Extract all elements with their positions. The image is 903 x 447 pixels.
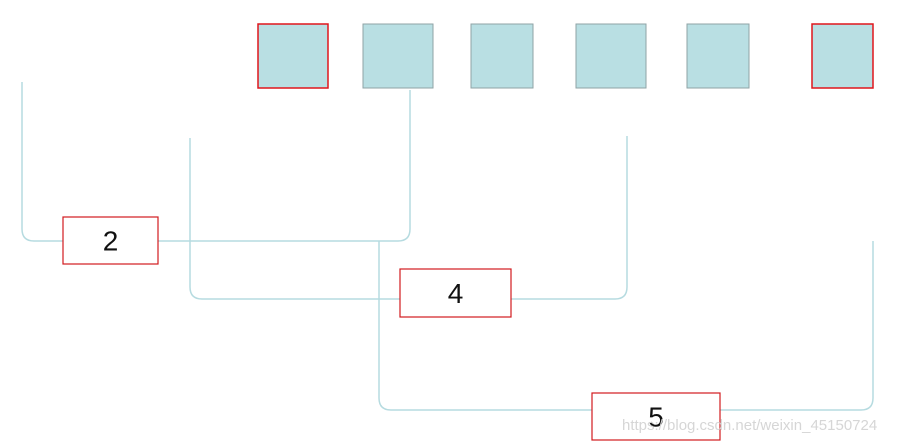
label-value: 4: [448, 278, 464, 309]
array-cell-3: [470, 23, 534, 89]
bracket-1: [21, 82, 411, 242]
bracket-labels: 2 4 5: [62, 216, 721, 441]
bracket-label-1: 2: [62, 216, 159, 265]
array-cell-4: [575, 23, 647, 89]
label-value: 2: [103, 226, 119, 257]
label-box: [399, 268, 512, 318]
bracket-label-2: 4: [399, 268, 512, 318]
bracket-3: [378, 241, 874, 411]
label-value: 5: [648, 402, 664, 433]
label-box: [591, 392, 721, 441]
cells-row: [257, 23, 874, 89]
array-cell-1-highlighted: [257, 23, 329, 89]
array-cell-2: [362, 23, 434, 89]
array-cell-6-highlighted: [811, 23, 874, 89]
bracket-label-3: 5: [591, 392, 721, 441]
watermark-text: https://blog.csdn.net/weixin_45150724: [622, 417, 878, 434]
label-box: [62, 216, 159, 265]
array-cell-5: [686, 23, 750, 89]
